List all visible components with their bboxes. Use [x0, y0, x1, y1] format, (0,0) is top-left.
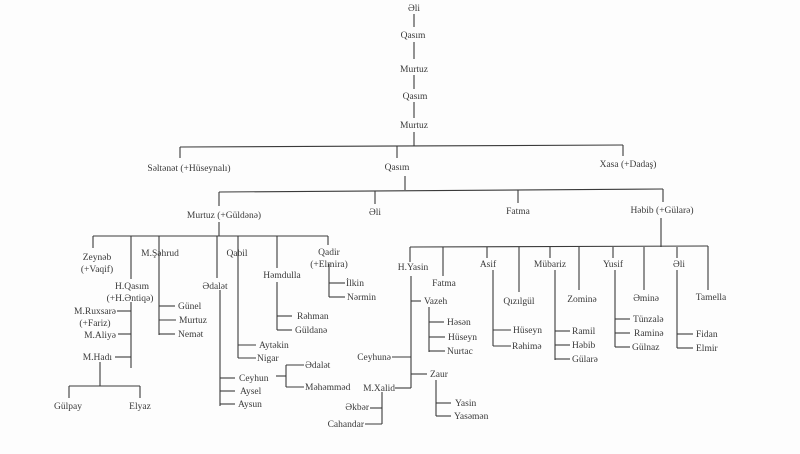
person-node: M.Hadı [83, 353, 113, 363]
person-node: Rəhimə [512, 342, 542, 352]
person-node: Elyaz [129, 402, 151, 412]
person-node: Fatma [432, 279, 457, 289]
person-node: Əminə [633, 294, 659, 304]
person-node: Əkbər [345, 403, 370, 413]
person-node: Həbib [572, 341, 595, 351]
person-node: Əli [408, 4, 421, 14]
person-node: Ramil [572, 327, 596, 337]
person-node: Gülarə [572, 355, 598, 365]
person-node: Qadir [318, 248, 340, 258]
person-node: Ceyhun [239, 374, 269, 384]
person-node: Cahandar [328, 420, 365, 430]
person-node: Elmir [696, 344, 718, 354]
person-node: (+H.Əntiqə) [107, 293, 154, 304]
person-node: H.Yasin [398, 263, 429, 273]
person-node: (+Vaqif) [81, 264, 113, 275]
person-node: Həmdulla [263, 271, 301, 281]
hebib-descendants: H.Yasin Vazeh Ceyhunə Zaur M.Xalid Həsən… [328, 259, 727, 430]
person-node: Qabil [226, 249, 247, 259]
person-node: Rəhman [297, 312, 329, 322]
person-node: Zeynəb [83, 253, 112, 263]
person-node: Əli [369, 208, 382, 218]
person-node: Fidan [696, 330, 718, 340]
person-node: Nərmin [347, 293, 376, 303]
person-node: Nemət [178, 330, 204, 340]
person-node: Yasəmən [454, 412, 489, 422]
person-node: Vazeh [424, 297, 447, 307]
person-node: H.Qasım [115, 282, 150, 292]
person-node: Qasım [401, 31, 426, 41]
person-node: Raminə [634, 329, 664, 339]
person-node: Aysun [238, 400, 262, 410]
person-node: Fatma [506, 207, 531, 217]
person-node: (+Fariz) [79, 318, 110, 329]
person-node: Ceyhunə [357, 353, 391, 363]
person-node: İlkin [346, 277, 364, 289]
person-node: Xasa (+Dadaş) [600, 159, 657, 170]
person-node: Güldanə [295, 326, 327, 336]
person-node: Murtuz (+Güldənə) [187, 210, 261, 221]
person-node: Zaur [430, 370, 449, 380]
person-node: Əli [673, 260, 686, 270]
person-node: Gülpay [54, 402, 82, 412]
person-node: Ədalət [305, 361, 331, 371]
person-node: Həsən [447, 318, 471, 328]
person-node: Hüseyn [513, 326, 542, 336]
person-node: Zominə [567, 295, 597, 305]
person-node: Yusif [603, 259, 624, 270]
person-node: Qasım [385, 163, 410, 173]
person-node: Asif [480, 259, 497, 270]
person-node: Murtuz [400, 65, 428, 75]
person-node: Mübariz [534, 260, 566, 270]
murtuz-descendants: Zeynəb (+Vaqif) H.Qasım (+H.Əntiqə) M.Ru… [54, 248, 376, 412]
person-node: Qasım [403, 92, 428, 102]
generation-1: Səltənət (+Hüseynalı) Qasım Xasa (+Dadaş… [147, 159, 656, 174]
generation-2: Murtuz (+Güldənə) Əli Fatma Həbib (+Güla… [187, 205, 694, 221]
root-lineage: Əli Qasım Murtuz Qasım Murtuz [400, 4, 428, 131]
person-node: (+Elmira) [310, 259, 348, 270]
person-node: Gülnaz [632, 343, 659, 353]
person-node: Aytəkin [259, 341, 289, 351]
person-node: Səltənət (+Hüseynalı) [147, 163, 230, 174]
person-node: Yasin [455, 399, 476, 409]
person-node: M.Aliyə [84, 331, 116, 341]
person-node: Məhəmməd [305, 383, 351, 393]
person-node: Tamella [696, 293, 727, 303]
person-node: Hüseyn [448, 333, 477, 343]
person-node: Ədalət [202, 282, 228, 292]
person-node: Tünzalə [633, 315, 664, 325]
person-node: Nigar [257, 354, 279, 364]
person-node: Qızılgül [503, 297, 534, 307]
person-node: Həbib (+Gülarə) [630, 205, 693, 216]
person-node: Aysel [240, 387, 262, 397]
person-node: Günel [178, 302, 202, 312]
person-node: Murtuz [179, 316, 207, 326]
person-node: Murtuz [400, 121, 428, 131]
person-node: M.Şəhrud [141, 249, 179, 259]
person-node: M.Xalid [363, 384, 395, 394]
person-node: M.Ruxsarə [74, 307, 116, 317]
person-node: Nurtac [447, 347, 473, 357]
connector-lines [68, 14, 709, 425]
